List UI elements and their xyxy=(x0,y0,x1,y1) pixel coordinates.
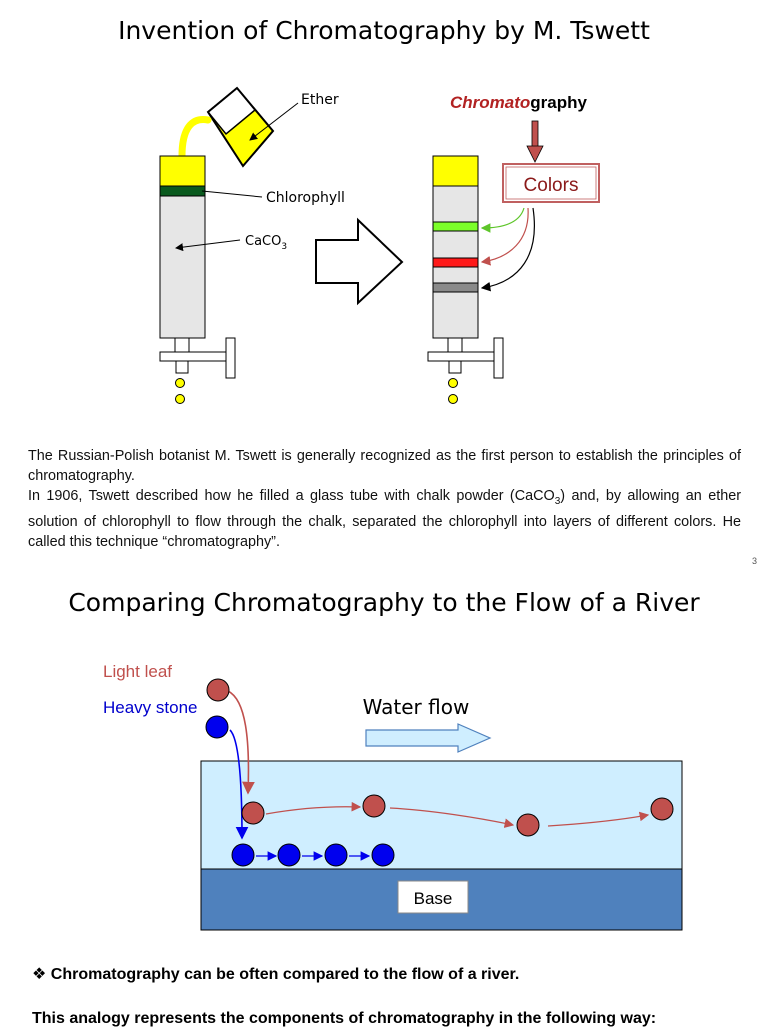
caco3-subscript: 3 xyxy=(281,242,287,252)
ether-stream xyxy=(178,116,212,160)
ether-layer xyxy=(159,155,206,187)
paragraph-2-sub: 3 xyxy=(554,495,561,507)
light-leaf xyxy=(650,797,674,821)
heavy-stone xyxy=(231,843,255,867)
chlorophyll-label: Chlorophyll xyxy=(266,190,345,206)
water-flow-label: Water flow xyxy=(363,695,470,719)
heavy-stone xyxy=(277,843,301,867)
chromatography-label: Chromatography xyxy=(450,93,588,112)
red-band xyxy=(432,257,479,268)
analogy-text: This analogy represents the components o… xyxy=(32,1010,657,1027)
heavy-stone xyxy=(205,715,229,739)
column-after xyxy=(427,155,504,404)
drop xyxy=(175,394,185,404)
transform-arrow xyxy=(315,217,404,306)
column-before xyxy=(159,86,299,404)
bullet-item: ❖ Chromatography can be often compared t… xyxy=(32,964,519,984)
paragraph-2-a: In 1906, Tswett described how he filled … xyxy=(28,488,555,504)
light-leaf xyxy=(362,794,386,818)
slide-title-2: Comparing Chromatography to the Flow of … xyxy=(68,588,700,617)
base-label: Base xyxy=(414,889,453,908)
gray-band xyxy=(432,282,479,293)
arrow-black xyxy=(480,207,535,292)
paragraph-1: The Russian-Polish botanist M. Tswett is… xyxy=(28,448,741,484)
chlorophyll-band xyxy=(159,185,206,197)
drop xyxy=(175,378,185,388)
light-leaf-label: Light leaf xyxy=(103,662,172,681)
base-label-box xyxy=(397,880,469,914)
drop xyxy=(448,378,458,388)
arrow-red xyxy=(480,207,529,266)
description-paragraph: The Russian-Polish botanist M. Tswett is… xyxy=(28,446,741,552)
caco3-main: CaCO xyxy=(245,234,281,249)
page-number: 3 xyxy=(752,556,758,566)
diamond-bullet-icon: ❖ xyxy=(32,966,47,983)
heavy-stone xyxy=(371,843,395,867)
green-band xyxy=(432,221,479,232)
down-arrow xyxy=(526,120,544,163)
paragraph-2: In 1906, Tswett described how he filled … xyxy=(28,486,741,552)
drop xyxy=(448,394,458,404)
heavy-stone xyxy=(324,843,348,867)
slide-title: Invention of Chromatography by M. Tswett xyxy=(118,16,650,45)
heavy-stone-label: Heavy stone xyxy=(103,698,198,717)
colors-box xyxy=(502,163,600,203)
ether-label: Ether xyxy=(301,92,339,108)
water-flow-arrow xyxy=(365,723,492,753)
light-leaf xyxy=(206,678,230,702)
graphy-part: graphy xyxy=(530,93,587,112)
bullet-text: Chromatography can be often compared to … xyxy=(50,966,520,983)
light-leaf xyxy=(241,801,265,825)
water-area xyxy=(200,760,683,870)
arrow-green xyxy=(480,207,525,233)
light-leaf xyxy=(516,813,540,837)
chromato-part: Chromato xyxy=(450,93,530,112)
colors-label: Colors xyxy=(524,175,579,196)
caco3-label: CaCO3 xyxy=(245,234,287,252)
paragraph-2-b: ) and, by allowing an ether solution of … xyxy=(28,488,741,550)
ether-beaker xyxy=(206,86,275,168)
